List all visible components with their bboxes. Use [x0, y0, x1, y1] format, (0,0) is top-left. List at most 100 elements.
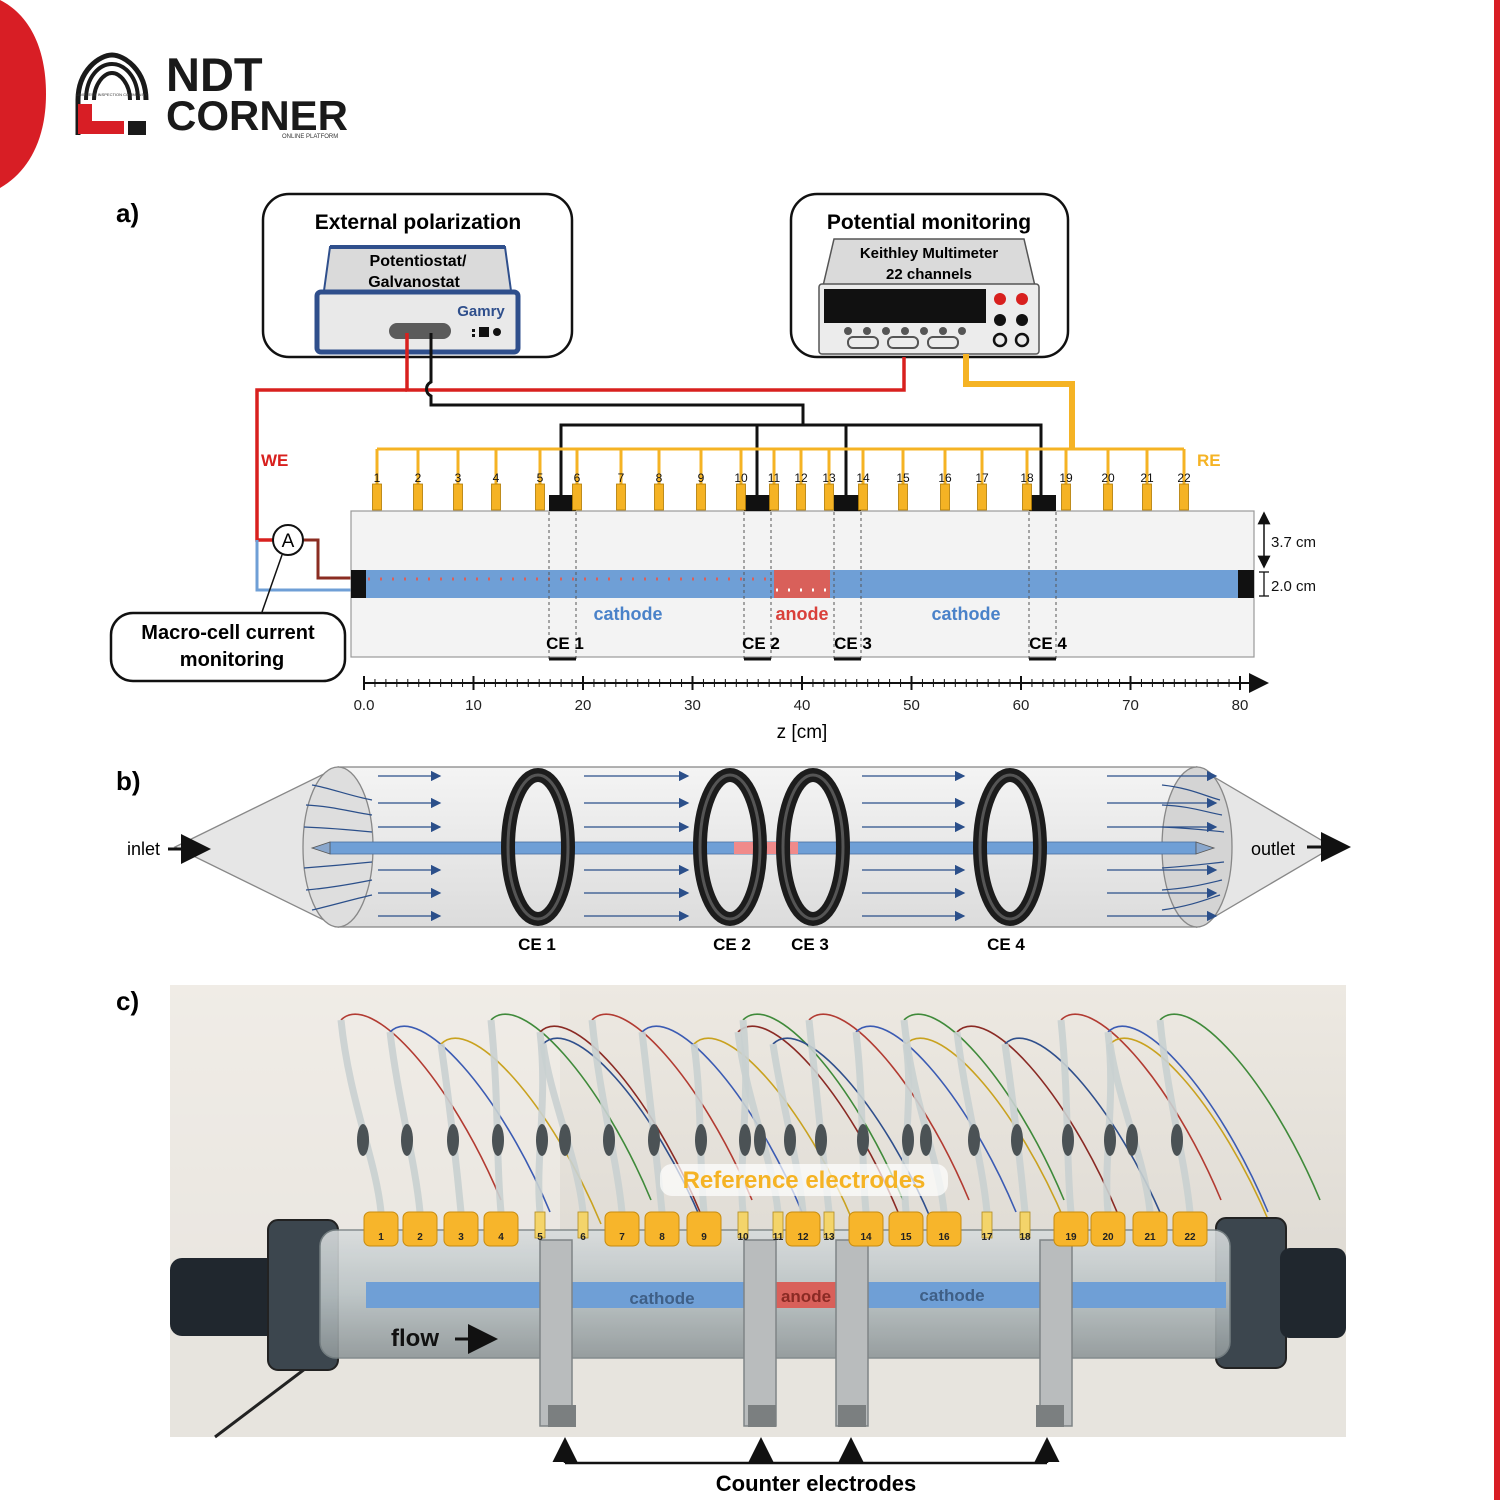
inlet-label: inlet — [127, 839, 160, 859]
right-border — [1494, 0, 1500, 1500]
axis-tick-label: 10 — [465, 697, 482, 714]
electrode-number: 18 — [1020, 471, 1034, 485]
macro-line2: monitoring — [180, 649, 284, 671]
counter-electrodes-label: Counter electrodes — [716, 1471, 917, 1496]
tube-schematic: cathode anode cathode CE 1 CE 2 CE 3 CE … — [350, 495, 1255, 661]
photo-electrode-number: 20 — [1102, 1232, 1114, 1243]
photo-tube-seal — [1011, 1124, 1023, 1156]
photo-wire — [808, 1013, 970, 1201]
electrode-body — [1103, 483, 1113, 511]
electrode-number: 14 — [856, 471, 870, 485]
photo-electrode-number: 13 — [823, 1232, 835, 1243]
photo-tube-seal — [1062, 1124, 1074, 1156]
outlet-label: outlet — [1251, 839, 1295, 859]
photo-tube-seal — [648, 1124, 660, 1156]
flow-arrows — [378, 770, 1218, 922]
electrode-body — [769, 483, 779, 511]
photo-tube-seal — [603, 1124, 615, 1156]
electrode-body — [616, 483, 626, 511]
external-polarization-box: External polarization Potentiostat/ Galv… — [261, 192, 574, 359]
axis-label: z [cm] — [777, 722, 828, 743]
photo-tube-seal — [1104, 1124, 1116, 1156]
electrode-body — [796, 483, 806, 511]
electrode-body — [1022, 483, 1032, 511]
photo-tube-seal — [492, 1124, 504, 1156]
electrode-body — [413, 483, 423, 511]
electrode-body — [453, 483, 463, 511]
photo-wire — [1109, 1037, 1271, 1225]
panel-b-label: b) — [116, 766, 141, 796]
photo-electrode-cap — [926, 1211, 962, 1247]
photo-tube-seal — [1126, 1124, 1138, 1156]
photo-electrode-cap — [402, 1211, 438, 1247]
photo-electrode-number: 1 — [378, 1232, 384, 1243]
photo-electrode-cap — [644, 1211, 680, 1247]
photo-wire — [956, 1025, 1118, 1213]
keithley-line2: 22 channels — [886, 266, 972, 283]
macro-cell-box: Macro-cell current monitoring — [109, 611, 347, 683]
axis-tick-label: 50 — [903, 697, 920, 714]
photo-tube-seal — [559, 1124, 571, 1156]
electrode-number: 21 — [1140, 471, 1154, 485]
photo-electrode-number: 4 — [498, 1232, 504, 1243]
cathode-right-label: cathode — [931, 604, 1000, 624]
external-title: External polarization — [315, 211, 522, 234]
b-ce1-label: CE 1 — [518, 935, 556, 954]
we-label: WE — [261, 451, 288, 470]
electrode-number: 17 — [975, 471, 989, 485]
electrode-number: 9 — [698, 471, 705, 485]
flow-label: flow — [391, 1325, 439, 1352]
counter-electrode-clamps — [539, 1239, 1073, 1427]
electrode-number: 16 — [938, 471, 952, 485]
electrode-body — [940, 483, 950, 511]
photo-cathode-right: cathode — [919, 1286, 984, 1305]
photo-electrode-number: 8 — [659, 1232, 665, 1243]
photo-tube-seal — [1171, 1124, 1183, 1156]
keithley-line1: Keithley Multimeter — [860, 245, 999, 262]
electrode-body — [535, 483, 545, 511]
monitoring-title: Potential monitoring — [827, 211, 1031, 234]
axis-tick-label: 40 — [794, 697, 811, 714]
wiring — [255, 333, 1184, 592]
photo-electrode-number: 3 — [458, 1232, 464, 1243]
photo-electrode-number: 2 — [417, 1232, 423, 1243]
photo-electrode-cap — [1172, 1211, 1208, 1247]
electrode-body — [858, 483, 868, 511]
logo: LIMITLESS INSPECTION COMMUNITY NDT CORNE… — [0, 0, 348, 188]
photo-electrode-cap — [443, 1211, 479, 1247]
electrode-number: 5 — [537, 471, 544, 485]
counter-electrodes-bracket — [552, 1437, 1060, 1465]
electrode-number: 3 — [455, 471, 462, 485]
electrode-number: 12 — [794, 471, 808, 485]
photo-electrode-number: 9 — [701, 1232, 707, 1243]
photo-cathode-left: cathode — [629, 1289, 694, 1308]
electrode-number: 20 — [1101, 471, 1115, 485]
photo-anode — [775, 1282, 837, 1308]
panel-c-label: c) — [116, 986, 139, 1016]
electrode-body — [824, 483, 834, 511]
potentiostat-line2: Galvanostat — [368, 274, 460, 291]
electrode-body — [696, 483, 706, 511]
photo-electrode-number: 11 — [773, 1232, 784, 1243]
photo-electrode-cap — [534, 1211, 546, 1239]
dimensions — [1257, 511, 1271, 597]
ce1-label: CE 1 — [546, 634, 584, 653]
electrode-number: 10 — [734, 471, 748, 485]
photo-electrode-cap — [604, 1211, 640, 1247]
photo-tube-seal — [754, 1124, 766, 1156]
photo-electrode-number: 6 — [580, 1232, 586, 1243]
photo-electrode-cap — [1090, 1211, 1126, 1247]
photo-electrode-cap — [737, 1211, 749, 1239]
flow-cell-3d — [173, 765, 1335, 929]
electrode-body — [736, 483, 746, 511]
electrode-body — [1142, 483, 1152, 511]
photo-electrode-number: 17 — [981, 1232, 993, 1243]
logo-red-tab — [0, 0, 46, 188]
axis-tick-label: 60 — [1013, 697, 1030, 714]
reference-wires — [375, 449, 1186, 484]
